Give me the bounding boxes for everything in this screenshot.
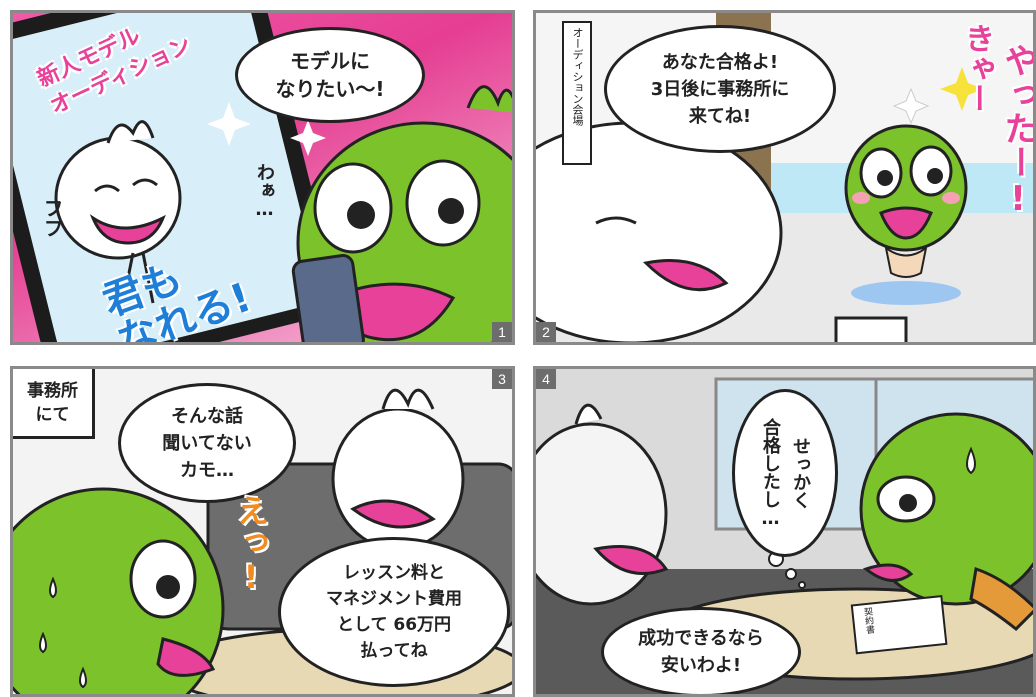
location-caption-text: 事務所 にて	[27, 380, 78, 425]
white-character-manager	[331, 388, 465, 551]
venue-sign: オーディション会場	[562, 21, 592, 165]
sfx-waa: わぁ…	[254, 163, 275, 220]
thought-bubble-text: せっかく 合格したし…	[760, 417, 811, 529]
green-character-worried	[13, 487, 225, 694]
speech-bubble-want-model: モデルに なりたい〜!	[235, 27, 425, 123]
sparkle-icon	[940, 67, 984, 111]
panel-2-art	[536, 13, 1033, 342]
phone-fufu-text: フフ	[40, 198, 64, 238]
white-character-smug	[536, 403, 669, 606]
white-character-on-phone	[54, 120, 182, 304]
panel-number: 3	[492, 369, 512, 389]
handheld-phone	[291, 254, 365, 342]
contract-label: 契約書	[861, 606, 875, 635]
speech-bubble-passed: あなた合格よ! 3日後に事務所に 来てね!	[604, 25, 836, 153]
speech-bubble-not-heard: そんな話 聞いてない カモ…	[118, 383, 296, 503]
sparkle-icon	[892, 87, 930, 125]
thought-bubble-lucky: せっかく 合格したし…	[732, 389, 838, 557]
panel-number: 4	[536, 369, 556, 389]
sfx-kya: きゃー	[959, 23, 994, 113]
panel-number: 2	[536, 322, 556, 342]
venue-sign-text: オーディション会場	[571, 27, 584, 126]
panel-3: 事務所 にて そんな話 聞いてない カモ… えっ! レッスン料と マネジメント費…	[10, 366, 515, 697]
speech-bubble-fee: レッスン料と マネジメント費用 として 66万円 払ってね	[278, 537, 510, 687]
panel-1: 新人モデル オーディション フフ 君も なれる! わぁ… モデルに なりたい〜!…	[10, 10, 515, 345]
location-caption: 事務所 にて	[13, 369, 95, 439]
speech-bubble-cheap: 成功できるなら 安いわよ!	[601, 607, 801, 694]
sfx-yatta: やったー!	[998, 43, 1036, 219]
sfx-e: えっ!	[232, 494, 270, 596]
panel-2: オーディション会場 あなた合格よ! 3日後に事務所に 来てね! きゃー やったー…	[533, 10, 1036, 345]
coffee-cup	[834, 316, 908, 342]
panel-number: 1	[492, 322, 512, 342]
sparkle-icon	[207, 102, 251, 146]
panel-4: 契約書 せっかく 合格したし… 成功できるなら 安いわよ! 4	[533, 366, 1036, 697]
green-character-jumping	[844, 124, 968, 278]
contract-paper	[850, 595, 948, 655]
sparkle-icon	[290, 120, 326, 156]
green-character-signing	[859, 412, 1033, 632]
